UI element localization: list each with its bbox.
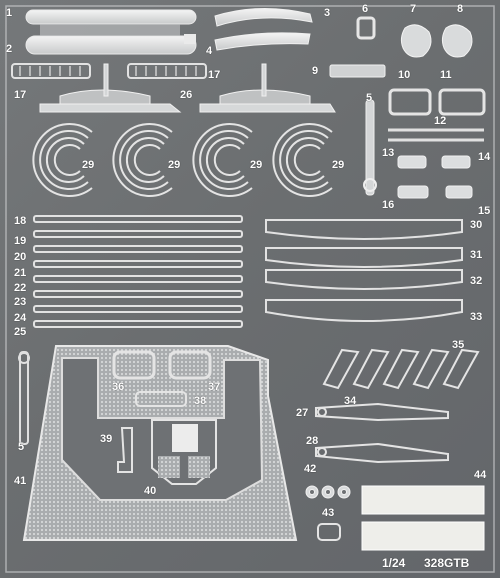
label-29a: 29 [82,159,95,171]
label-21: 21 [14,267,27,279]
label-29c: 29 [250,159,263,171]
part-29-rings [32,123,333,197]
part-42-washers [305,485,351,499]
label-34: 34 [344,395,357,407]
label-22: 22 [14,282,27,294]
part-3-4-curved [214,8,313,51]
label-41: 41 [14,475,27,487]
part-40-grille [151,419,217,485]
label-20: 20 [14,251,27,263]
label-30: 30 [470,219,483,231]
scale-label: 1/24 [382,556,406,570]
label-7: 7 [410,3,417,15]
part-35-vents [322,348,480,390]
part-9 [329,64,386,78]
part-18-25-strips [33,215,243,328]
label-15: 15 [478,205,491,217]
label-1: 1 [6,7,13,19]
label-5: 5 [366,92,373,104]
label-9: 9 [312,65,319,77]
part-12-strips [388,128,484,142]
part-36-37-frames [112,350,212,380]
label-37: 37 [208,381,221,393]
label-2: 2 [6,43,13,55]
label-12: 12 [434,115,447,127]
part-30-33-trims [265,219,463,322]
part-6 [356,16,376,40]
label-44: 44 [474,469,487,481]
label-38: 38 [194,395,207,407]
label-23: 23 [14,296,27,308]
label-17b: 17 [208,69,221,81]
label-18: 18 [14,215,27,227]
label-35: 35 [452,339,465,351]
model-label: 328GTB [424,556,470,570]
part-5-lower [18,351,30,445]
label-40: 40 [144,485,157,497]
label-28: 28 [306,435,319,447]
part-5-rod [363,99,377,196]
part-10-11-frames [388,88,486,116]
label-16: 16 [382,199,395,211]
part-17-vents [11,63,207,79]
part-44-plates [361,485,485,551]
part-7-8-clips [400,24,473,58]
label-27: 27 [296,407,309,419]
part-13-16-badges [397,155,473,199]
label-5-lower: 5 [18,441,25,453]
label-8: 8 [457,3,464,15]
part-38 [135,391,187,407]
part-39 [117,427,133,473]
label-6: 6 [362,3,369,15]
part-41-mesh-panel [22,345,298,541]
part-27-28-brackets [315,402,449,464]
label-24: 24 [14,312,27,324]
label-29d: 29 [332,159,345,171]
label-10: 10 [398,69,411,81]
label-19: 19 [14,235,27,247]
label-26: 26 [180,89,193,101]
label-11: 11 [440,69,452,81]
label-39: 39 [100,433,113,445]
label-14: 14 [478,151,491,163]
part-26-bars [39,63,336,113]
label-42: 42 [304,463,317,475]
label-32: 32 [470,275,483,287]
label-33: 33 [470,311,483,323]
label-13: 13 [382,147,395,159]
label-25: 25 [14,326,27,338]
label-3: 3 [324,7,331,19]
label-43: 43 [322,507,335,519]
label-36: 36 [112,381,125,393]
part-43 [317,523,341,541]
label-17a: 17 [14,89,27,101]
label-29b: 29 [168,159,181,171]
label-31: 31 [470,249,483,261]
part-1-2-strap [25,9,197,55]
label-4: 4 [206,45,213,57]
